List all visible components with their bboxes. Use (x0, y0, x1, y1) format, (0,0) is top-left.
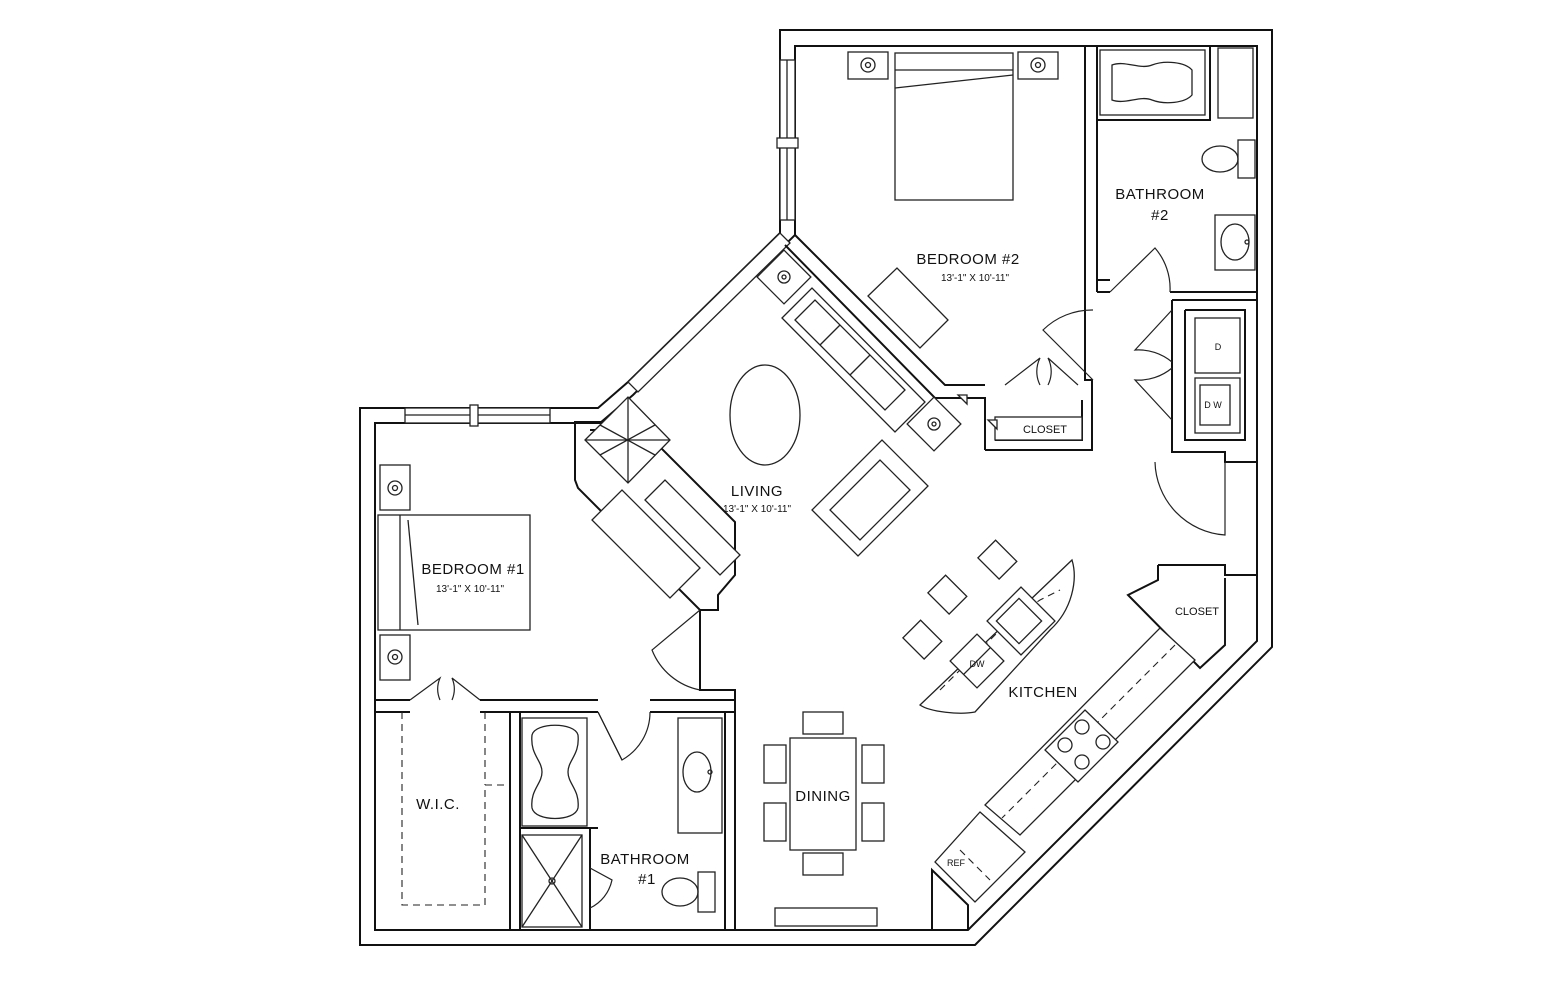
bedroom2-furniture (847, 51, 1059, 349)
bathroom2-number: #2 (1151, 207, 1169, 224)
dryer-label: D (1215, 342, 1222, 352)
dishwasher-label: DW (970, 659, 985, 669)
bathroom1-number: #1 (638, 871, 656, 888)
dining-furniture (763, 711, 885, 927)
bedroom2-dims: 13'-1" X 10'-11" (941, 273, 1009, 284)
refrigerator-label: REF (947, 858, 966, 868)
living-furniture (584, 249, 962, 576)
vent-marker (956, 394, 968, 406)
bedroom1-dims: 13'-1" X 10'-11" (436, 584, 504, 595)
laundry-appliances: D D W (1194, 317, 1241, 434)
bedroom1-furniture (377, 464, 701, 681)
room-labels: BEDROOM #2 13'-1" X 10'-11" BATHROOM #2 … (416, 186, 1219, 888)
interior-walls (375, 46, 1257, 930)
bathroom2-fixtures (1099, 47, 1256, 271)
bathroom1-fixtures (521, 717, 723, 928)
living-dims: 13'-1" X 10'-11" (723, 504, 791, 515)
dining-label: DINING (795, 788, 851, 805)
bedroom1-label: BEDROOM #1 (421, 561, 524, 578)
bathroom2-label: BATHROOM (1115, 186, 1205, 203)
kitchen-closet-label: CLOSET (1175, 606, 1219, 618)
wic-shelving (401, 712, 505, 906)
wic-label: W.I.C. (416, 796, 460, 813)
doors (409, 247, 1226, 909)
washer-label: D W (1204, 400, 1222, 410)
kitchen-label: KITCHEN (1008, 684, 1077, 701)
vent-marker (986, 419, 998, 431)
bedroom2-closet-label: CLOSET (1023, 424, 1067, 436)
living-label: LIVING (731, 483, 783, 500)
exterior-walls (359, 29, 1273, 946)
bedroom2-label: BEDROOM #2 (916, 251, 1019, 268)
bathroom1-label: BATHROOM (600, 851, 690, 868)
kitchen-fixtures: REF DW (901, 539, 1196, 903)
